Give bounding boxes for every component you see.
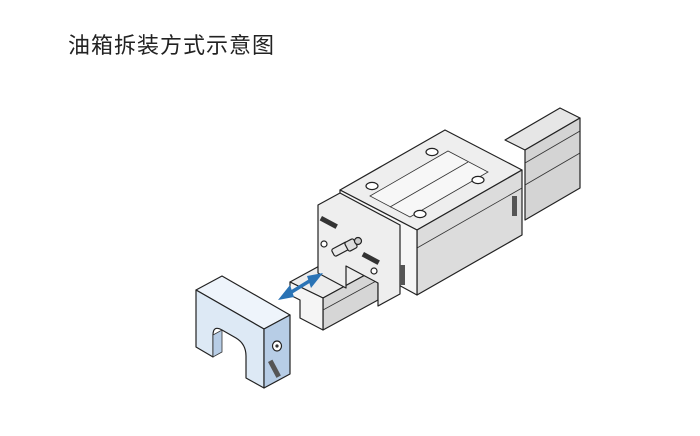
oil-box-front	[195, 289, 265, 389]
bolt-hole	[365, 181, 379, 191]
bolt-hole	[413, 209, 427, 219]
bolt-hole	[471, 175, 485, 185]
side-marking	[400, 265, 405, 285]
page-title: 油箱拆装方式示意图	[68, 34, 276, 59]
screw-dot	[370, 267, 378, 275]
oil-box-inner	[212, 329, 223, 358]
side-marking	[512, 196, 517, 216]
grease-nipple-icon	[331, 236, 363, 257]
end-plate-marking	[319, 215, 338, 229]
end-plate-marking	[361, 251, 380, 265]
bolt-hole	[425, 147, 439, 157]
end-seal-plate	[317, 192, 401, 307]
double-headed-arrow-icon	[278, 273, 323, 300]
oil-box-marking	[268, 359, 281, 378]
carriage-block	[317, 129, 523, 307]
oil-box-part	[195, 275, 291, 389]
screw-dot	[320, 240, 328, 248]
